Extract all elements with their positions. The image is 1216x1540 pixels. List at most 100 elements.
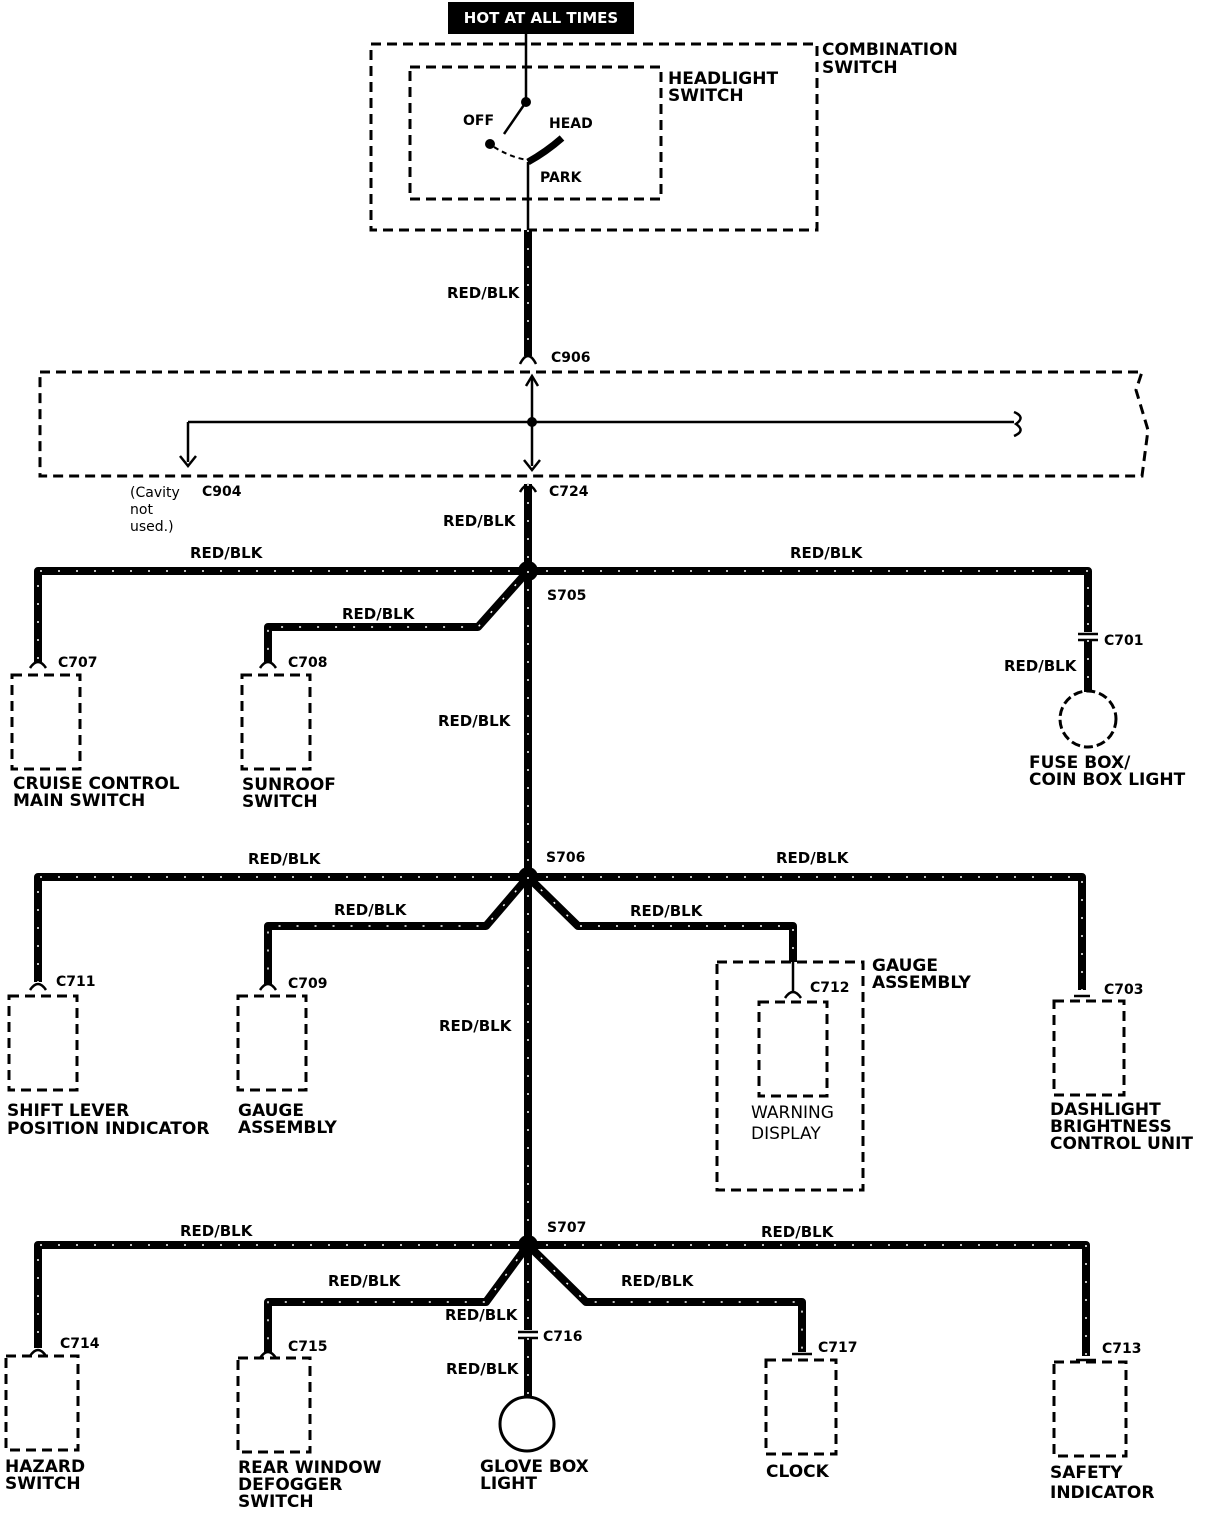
warning-display-label-2: DISPLAY [751, 1124, 821, 1144]
glove-box-light-bulb [498, 1395, 556, 1453]
cruise-control-switch-box [10, 673, 82, 771]
gauge-assembly-box-label-1: GAUGE [872, 956, 938, 976]
warning-display-label-1: WARNING [751, 1103, 834, 1123]
dashlight-label-3: CONTROL UNIT [1050, 1134, 1193, 1154]
wire-label-s705-right: RED/BLK [790, 544, 864, 562]
power-header-label: HOT AT ALL TIMES [464, 9, 618, 27]
wire-label-c701: RED/BLK [1004, 657, 1078, 675]
c724-inner-symbol [523, 459, 541, 473]
cavity-note-3: used.) [130, 519, 174, 535]
wire-label-c716-below: RED/BLK [446, 1360, 520, 1378]
block-bus-terminal [1013, 410, 1022, 438]
glove-box-label-2: LIGHT [480, 1474, 537, 1494]
connector-c717-label: C717 [818, 1340, 858, 1356]
wire-s705-cruise [34, 567, 528, 662]
wire-label-s707-clock: RED/BLK [621, 1272, 695, 1290]
c708-connector-symbol [258, 660, 278, 669]
wire-label-trunk-2: RED/BLK [439, 1017, 513, 1035]
off-contact [485, 139, 495, 149]
switch-travel-arc [493, 146, 529, 161]
cavity-note-1: (Cavity [130, 485, 180, 501]
c716-connector-symbol [518, 1330, 538, 1340]
position-park-label: PARK [540, 170, 583, 186]
wire-s706-warning [525, 874, 797, 962]
connector-c701-label: C701 [1104, 633, 1144, 649]
cruise-control-label-2: MAIN SWITCH [13, 791, 145, 811]
c906-connector-symbol [518, 354, 538, 365]
fuse-relay-block-outline [38, 370, 1150, 478]
wire-label-s707-glove: RED/BLK [445, 1306, 519, 1324]
wire-s706-gauge [264, 874, 532, 984]
dashlight-label-2: BRIGHTNESS [1050, 1117, 1172, 1137]
c707-connector-symbol [28, 660, 48, 669]
wire-label-s706-right: RED/BLK [776, 849, 850, 867]
headlight-switch-label-2: SWITCH [668, 86, 744, 106]
headlight-switch-box [408, 65, 663, 201]
c712-connector-symbol [783, 990, 803, 999]
gauge-assembly-left-label-2: ASSEMBLY [238, 1118, 338, 1138]
wire-s705-fusebox [528, 567, 1092, 632]
wire-label-s706-left: RED/BLK [248, 850, 322, 868]
wire-label-s707-rear: RED/BLK [328, 1272, 402, 1290]
wire-s707-clock [525, 1242, 806, 1352]
hazard-switch-box [4, 1354, 80, 1452]
hazard-label-1: HAZARD [5, 1457, 85, 1477]
shift-lever-label-2: POSITION INDICATOR [7, 1119, 209, 1139]
safety-label-2: INDICATOR [1050, 1483, 1154, 1503]
c709-connector-symbol [258, 982, 278, 991]
wire-label-s707-right: RED/BLK [761, 1223, 835, 1241]
combination-switch-label-1: COMBINATION [822, 40, 958, 60]
sunroof-label-1: SUNROOF [242, 775, 336, 795]
wire-s706-dashlight [528, 873, 1086, 990]
head-park-contact-bar [526, 135, 565, 166]
glove-box-label-1: GLOVE BOX [480, 1457, 589, 1477]
connector-c709-label: C709 [288, 976, 328, 992]
rear-window-defogger-box [236, 1356, 312, 1454]
c715-connector-symbol [258, 1350, 278, 1359]
sunroof-label-2: SWITCH [242, 792, 318, 812]
connector-c715-label: C715 [288, 1339, 328, 1355]
combination-switch-label-2: SWITCH [822, 58, 898, 78]
splice-s705-label: S705 [547, 588, 586, 604]
wire-s707-hazard [34, 1241, 528, 1348]
rear-window-label-1: REAR WINDOW [238, 1458, 382, 1478]
hazard-label-2: SWITCH [5, 1474, 81, 1494]
connector-c708-label: C708 [288, 655, 328, 671]
clock-label: CLOCK [766, 1462, 830, 1482]
connector-c713-label: C713 [1102, 1341, 1142, 1357]
fuse-box-label-1: FUSE BOX/ [1029, 753, 1131, 773]
c714-connector-symbol [28, 1348, 48, 1357]
rear-window-label-2: DEFOGGER [238, 1475, 342, 1495]
rear-window-label-3: SWITCH [238, 1492, 314, 1512]
connector-c714-label: C714 [60, 1336, 100, 1352]
splice-s707-label: S707 [547, 1220, 586, 1236]
cruise-control-label-1: CRUISE CONTROL [13, 774, 180, 794]
sunroof-switch-box [240, 673, 312, 771]
c711-connector-symbol [28, 982, 48, 991]
wire-label-s706-warning: RED/BLK [630, 902, 704, 920]
wire-s707-rear-window [264, 1242, 532, 1352]
connector-c716-label: C716 [543, 1329, 583, 1345]
switch-blade [502, 101, 528, 135]
combination-switch-box [369, 42, 819, 232]
connector-c703-label: C703 [1104, 982, 1144, 998]
safety-label-1: SAFETY [1050, 1463, 1123, 1483]
warning-display-box [757, 1000, 829, 1098]
wire-label-s705-sunroof: RED/BLK [342, 605, 416, 623]
headlight-switch-label-1: HEADLIGHT [668, 69, 778, 89]
position-head-label: HEAD [549, 116, 593, 132]
fuse-box-label-2: COIN BOX LIGHT [1029, 770, 1186, 790]
gauge-assembly-box-label-2: ASSEMBLY [872, 973, 972, 993]
wire-label-trunk-1: RED/BLK [438, 712, 512, 730]
shift-lever-label-1: SHIFT LEVER [7, 1101, 129, 1121]
wire-label-main-top: RED/BLK [447, 284, 521, 302]
wire-label-s706-gauge: RED/BLK [334, 901, 408, 919]
gauge-assembly-outer-box [715, 960, 865, 1192]
dashlight-control-unit-box [1052, 999, 1126, 1097]
connector-c904-label: C904 [202, 484, 242, 500]
splice-s706-label: S706 [546, 850, 585, 866]
fuse-box-light-bulb [1058, 689, 1118, 749]
clock-box [764, 1358, 838, 1456]
gauge-assembly-box-left [236, 994, 308, 1092]
